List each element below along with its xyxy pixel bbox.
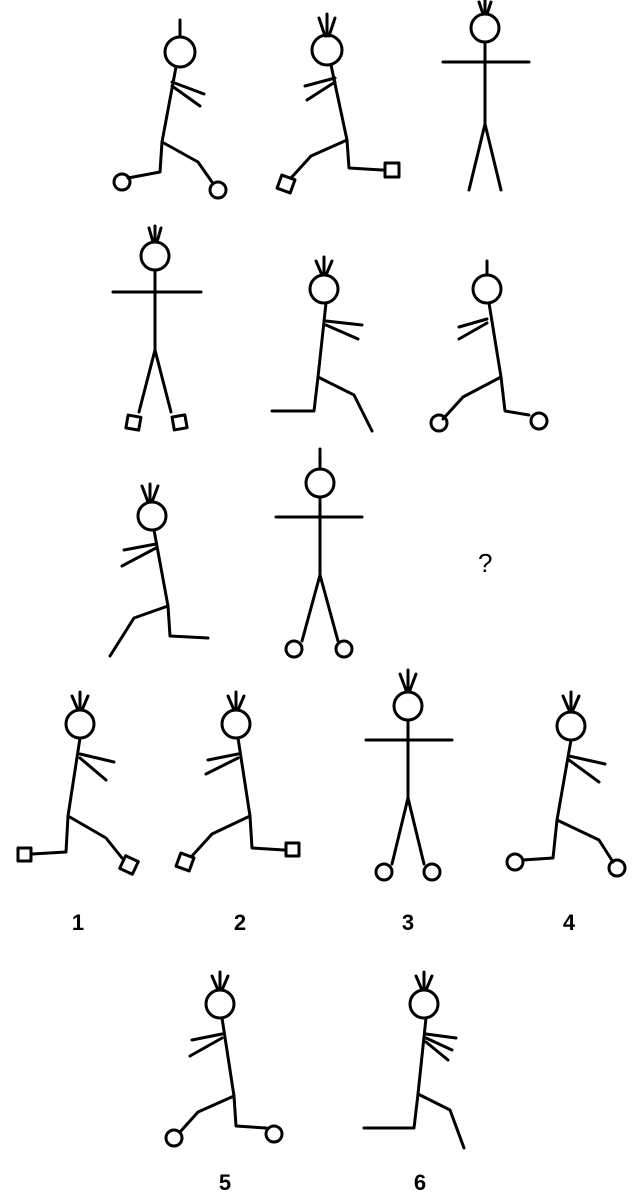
option-4-label: 4 [554,910,584,936]
option-6-figure [352,970,482,1160]
figure-row2-col3 [425,255,555,435]
figure-row1-col2 [265,10,405,200]
figure-row3-col2 [270,445,370,665]
option-2-figure [170,690,310,890]
option-3-label: 3 [393,910,423,936]
option-3-figure [358,668,458,888]
option-2-label: 2 [225,910,255,936]
figure-row2-col2 [262,255,392,435]
option-4-figure [495,690,630,890]
option-1-label: 1 [63,910,93,936]
option-6-label: 6 [405,1170,435,1196]
option-5-label: 5 [210,1170,240,1196]
missing-cell-question-mark: ? [478,548,492,579]
figure-row3-col1 [102,482,232,662]
figure-row1-col1 [100,10,240,200]
option-1-figure [10,690,150,890]
figure-row1-col3 [435,0,545,200]
option-5-figure [150,970,295,1170]
figure-row2-col1 [105,222,215,437]
